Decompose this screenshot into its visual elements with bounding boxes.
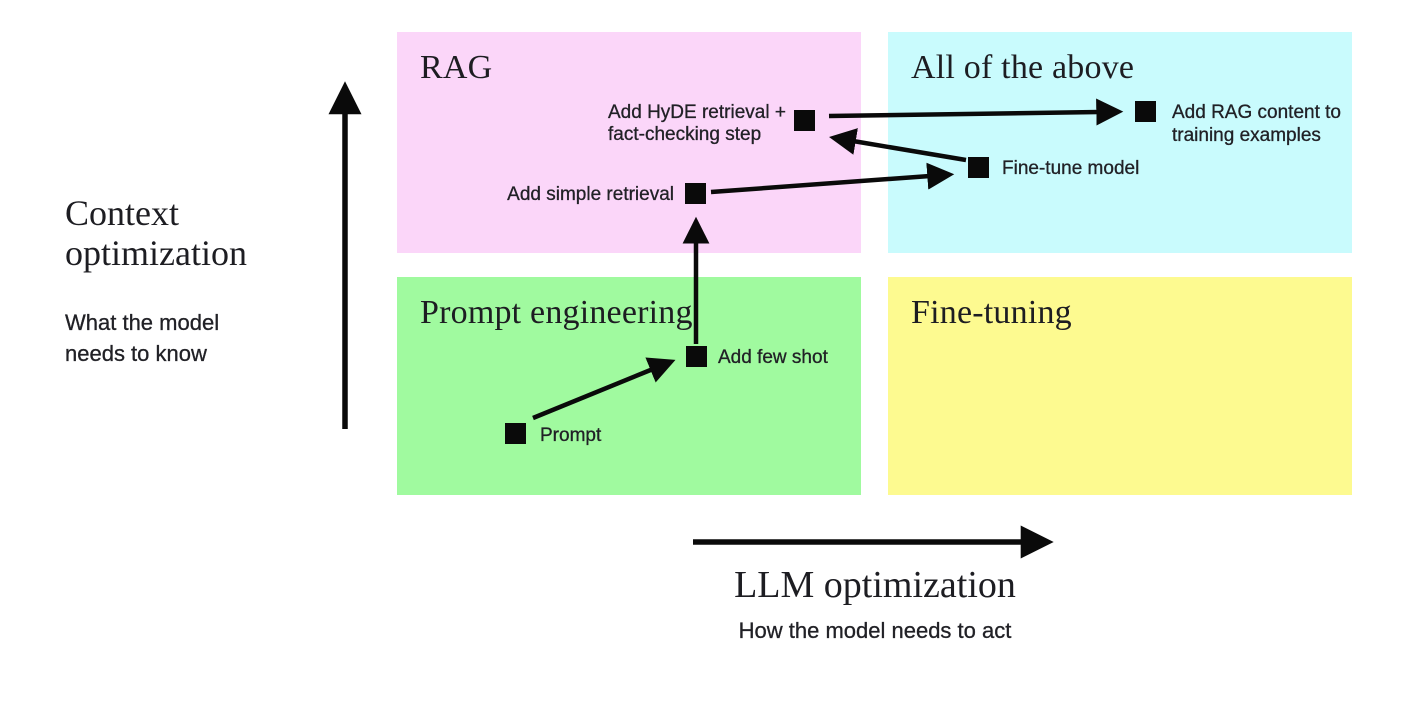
point-marker-add-simple-retrieval bbox=[685, 183, 706, 204]
x-axis-title: LLM optimization bbox=[734, 564, 1016, 606]
quadrant-fine-tuning: Fine-tuning bbox=[888, 277, 1352, 495]
y-axis-subtitle: What the model needs to know bbox=[65, 310, 220, 366]
point-marker-add-rag-content bbox=[1135, 101, 1156, 122]
point-label-add-rag-content: Add RAG content to training examples bbox=[1172, 102, 1341, 146]
point-marker-fine-tune-model bbox=[968, 157, 989, 178]
point-label-add-simple-retrieval: Add simple retrieval bbox=[507, 184, 674, 205]
point-label-add-few-shot: Add few shot bbox=[718, 347, 828, 368]
point-label-add-hyde-retrieval: Add HyDE retrieval + fact-checking step bbox=[608, 102, 786, 145]
quadrant-rag: RAG bbox=[397, 32, 861, 253]
quadrant-fine-tuning-title: Fine-tuning bbox=[911, 294, 1072, 331]
quadrant-prompt-engineering: Prompt engineering bbox=[397, 277, 861, 495]
quadrant-all-of-the-above-title: All of the above bbox=[911, 49, 1135, 86]
point-marker-prompt bbox=[505, 423, 526, 444]
x-axis-subtitle: How the model needs to act bbox=[738, 618, 1012, 643]
point-marker-add-few-shot bbox=[686, 346, 707, 367]
quadrant-prompt-engineering-title: Prompt engineering bbox=[420, 294, 693, 331]
point-marker-add-hyde-retrieval bbox=[794, 110, 815, 131]
point-label-fine-tune-model: Fine-tune model bbox=[1002, 158, 1140, 179]
point-label-prompt: Prompt bbox=[540, 425, 602, 446]
quadrant-rag-title: RAG bbox=[420, 49, 493, 86]
y-axis-title: Context optimization bbox=[65, 193, 247, 273]
